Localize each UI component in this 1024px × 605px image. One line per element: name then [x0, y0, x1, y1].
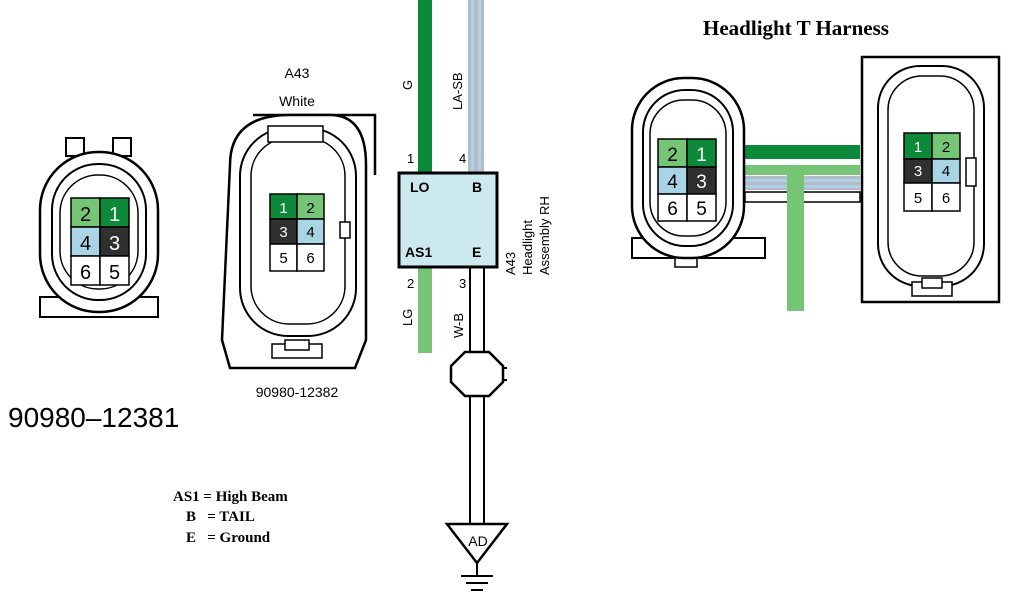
harness-title: Headlight T Harness — [703, 16, 889, 40]
pin-label: 1 — [914, 139, 922, 156]
pin-label: 3 — [279, 224, 287, 241]
pin-grid: 2 1 4 3 6 5 — [657, 138, 717, 222]
pin-label: 5 — [914, 190, 922, 207]
legend-line-e: E = Ground — [186, 530, 271, 546]
wire-la-sb — [468, 0, 484, 173]
terminal-e: E — [472, 244, 481, 260]
pin-label: 6 — [80, 262, 91, 284]
pin-label: 4 — [942, 163, 950, 180]
pin-label: 3 — [696, 172, 707, 193]
pin-label: 4 — [306, 224, 314, 241]
wire-label-w-b: W-B — [451, 313, 466, 338]
pin-label: 2 — [80, 204, 91, 226]
connector-a43: 1 2 3 4 5 6 — [220, 113, 377, 370]
harness-connector-right: 1 2 3 4 5 6 — [860, 55, 1001, 304]
terminal-as1: AS1 — [405, 244, 432, 260]
pin-label: 5 — [279, 250, 287, 267]
pin-number-e: 3 — [459, 276, 466, 291]
pin-number-b: 4 — [459, 151, 466, 166]
assembly-label-headlight: Headlight — [520, 220, 535, 275]
ground-label: AD — [468, 533, 487, 549]
pin-label: 3 — [109, 233, 120, 255]
assembly-label-assembly-rh: Assembly RH — [537, 196, 552, 275]
wire-label-la-sb: LA-SB — [450, 72, 465, 110]
pin-label: 4 — [667, 172, 678, 193]
a43-subtitle: White — [279, 93, 315, 109]
pin-label: 3 — [914, 163, 922, 180]
wire-label-g: G — [400, 80, 415, 90]
pin-label: 2 — [306, 200, 314, 217]
pin-label: 1 — [109, 204, 120, 226]
pin-label: 2 — [667, 145, 678, 166]
harness-connector-left: 2 1 4 3 6 5 — [630, 76, 766, 268]
legend: AS1 = High Beam B = TAIL E = Ground — [173, 489, 288, 546]
pin-label: 4 — [80, 233, 91, 255]
pin-label: 1 — [696, 145, 707, 166]
pin-label: 5 — [696, 199, 707, 220]
wire-label-lg: LG — [400, 309, 415, 326]
pin-grid: 2 1 4 3 6 5 — [70, 197, 130, 286]
wire-w-b — [469, 266, 485, 525]
headlight-assembly-block: LO B AS1 E — [397, 171, 499, 269]
legend-line-as1: AS1 = High Beam — [173, 489, 288, 505]
pin-label: 6 — [942, 190, 950, 207]
wire-g — [418, 0, 432, 173]
a43-title: A43 — [285, 65, 310, 81]
terminal-lo: LO — [410, 179, 430, 195]
pin-number-as1: 2 — [407, 276, 414, 291]
pin-grid: 1 2 3 4 5 6 — [903, 132, 961, 212]
terminal-b: B — [472, 179, 482, 195]
harness-wires — [744, 145, 861, 311]
pin-label: 6 — [667, 199, 678, 220]
pin-label: 6 — [306, 250, 314, 267]
ground-symbol: AD — [444, 522, 510, 591]
connector-90980-12381: 2 1 4 3 6 5 — [38, 137, 160, 318]
legend-line-b: B = TAIL — [186, 509, 255, 525]
part-number-left: 90980–12381 — [8, 402, 179, 433]
pin-number-lo: 1 — [407, 151, 414, 166]
pin-grid: 1 2 3 4 5 6 — [269, 193, 325, 272]
pin-label: 2 — [942, 139, 950, 156]
assembly-label-a43: A43 — [503, 252, 518, 275]
wire-lg — [418, 267, 432, 353]
pin-label: 1 — [279, 200, 287, 217]
part-number-a43: 90980-12382 — [256, 384, 339, 400]
pin-label: 5 — [109, 262, 120, 284]
splice-octagon — [449, 350, 507, 398]
